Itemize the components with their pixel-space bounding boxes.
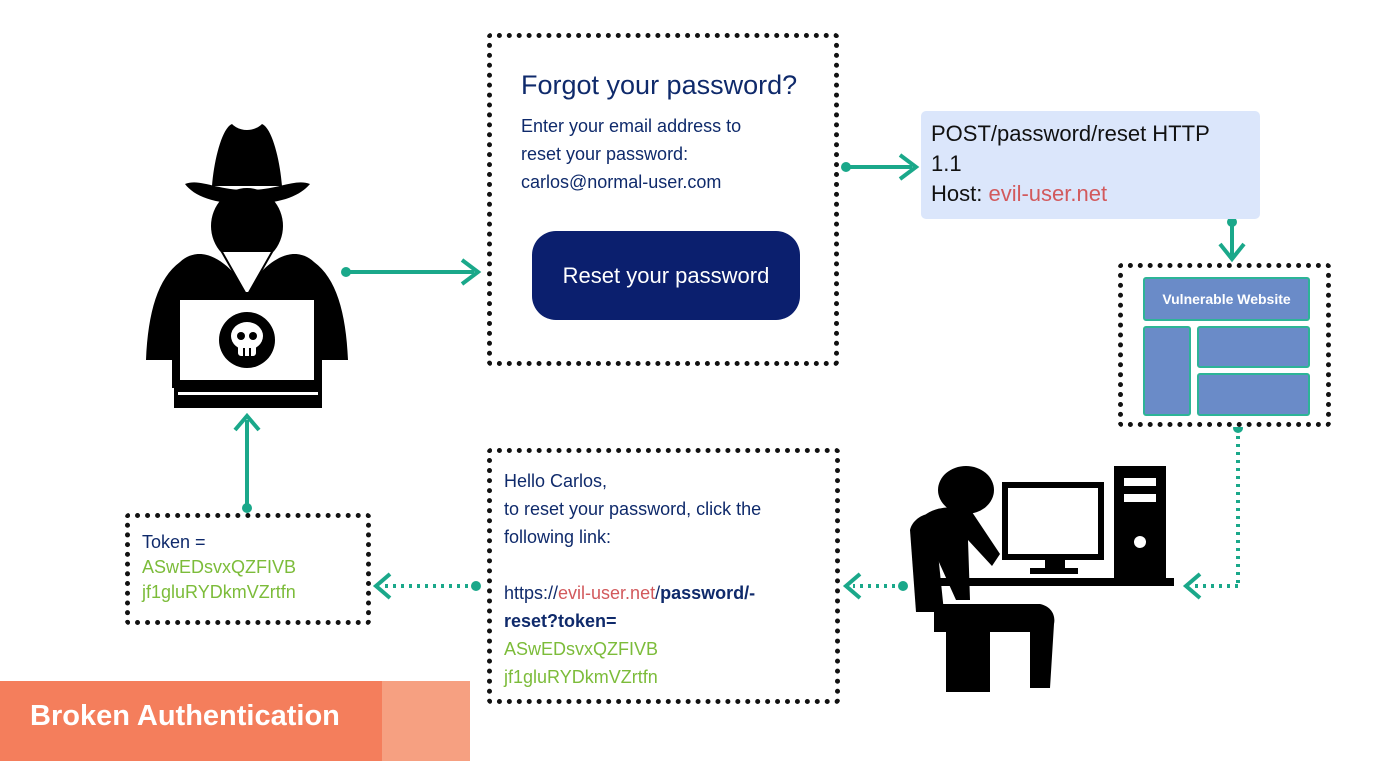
forgot-password-description: Enter your email address to reset your p… xyxy=(521,112,821,196)
host-value: evil-user.net xyxy=(988,181,1108,206)
website-sidebar-panel xyxy=(1143,326,1191,416)
footer-label: Broken Authentication xyxy=(30,700,340,732)
email-token-1: ASwEDsvxQZFIVB xyxy=(504,639,659,659)
arrow-request-to-website xyxy=(1218,217,1246,263)
http-request-box: POST/password/reset HTTP 1.1 Host: evil-… xyxy=(921,111,1260,219)
host-label: Host: xyxy=(931,181,989,206)
email-line-2: to reset your password, click the xyxy=(504,499,762,519)
arrow-user-to-email xyxy=(842,572,908,600)
token-body: Token = ASwEDsvxQZFIVB jf1gluRYDkmVZrtfn xyxy=(142,530,296,605)
link-path-2: reset?token= xyxy=(504,611,617,631)
vulnerable-website-box: Vulnerable Website xyxy=(1118,263,1331,427)
email-body: Hello Carlos, to reset your password, cl… xyxy=(504,467,834,691)
link-prefix: https:// xyxy=(504,583,559,603)
link-slash: / xyxy=(655,583,661,603)
email-greeting: Hello Carlos, xyxy=(504,471,608,491)
email-token-2: jf1gluRYDkmVZrtfn xyxy=(504,667,658,687)
request-line-1: POST/password/reset HTTP xyxy=(931,121,1210,146)
link-domain: evil-user.net xyxy=(558,583,656,603)
website-header-panel: Vulnerable Website xyxy=(1143,277,1310,321)
arrow-email-to-token xyxy=(372,572,481,600)
link-path-1: password/- xyxy=(660,583,756,603)
request-host: Host: evil-user.net xyxy=(931,179,1250,209)
forgot-password-card: Forgot your password? Enter your email a… xyxy=(487,33,839,366)
arrow-form-to-request xyxy=(841,153,920,181)
token-value-1: ASwEDsvxQZFIVB xyxy=(142,557,297,577)
stolen-token-box: Token = ASwEDsvxQZFIVB jf1gluRYDkmVZrtfn xyxy=(125,513,371,625)
email-value: carlos@normal-user.com xyxy=(521,172,722,192)
website-content-panel-top xyxy=(1197,326,1310,368)
token-label: Token = xyxy=(142,532,206,552)
forgot-password-title: Forgot your password? xyxy=(521,70,798,100)
email-message-box: Hello Carlos, to reset your password, cl… xyxy=(487,448,840,704)
reset-password-button[interactable]: Reset your password xyxy=(532,231,800,320)
arrow-website-to-user xyxy=(1182,423,1243,600)
request-line-2: 1.1 xyxy=(931,151,962,176)
footer-label-bar xyxy=(0,681,382,761)
email-line-3: following link: xyxy=(504,527,612,547)
desc-line-2: reset your password: xyxy=(521,144,689,164)
website-content-panel-bottom xyxy=(1197,373,1310,416)
desc-line-1: Enter your email address to xyxy=(521,116,742,136)
skull-icon xyxy=(219,312,275,368)
reset-link[interactable]: https://evil-user.net/password/- xyxy=(504,579,834,607)
token-value-2: jf1gluRYDkmVZrtfn xyxy=(142,582,296,602)
arrow-hacker-to-form xyxy=(341,258,482,286)
arrow-token-to-hacker xyxy=(233,412,261,513)
user-at-computer-icon xyxy=(910,466,1174,692)
